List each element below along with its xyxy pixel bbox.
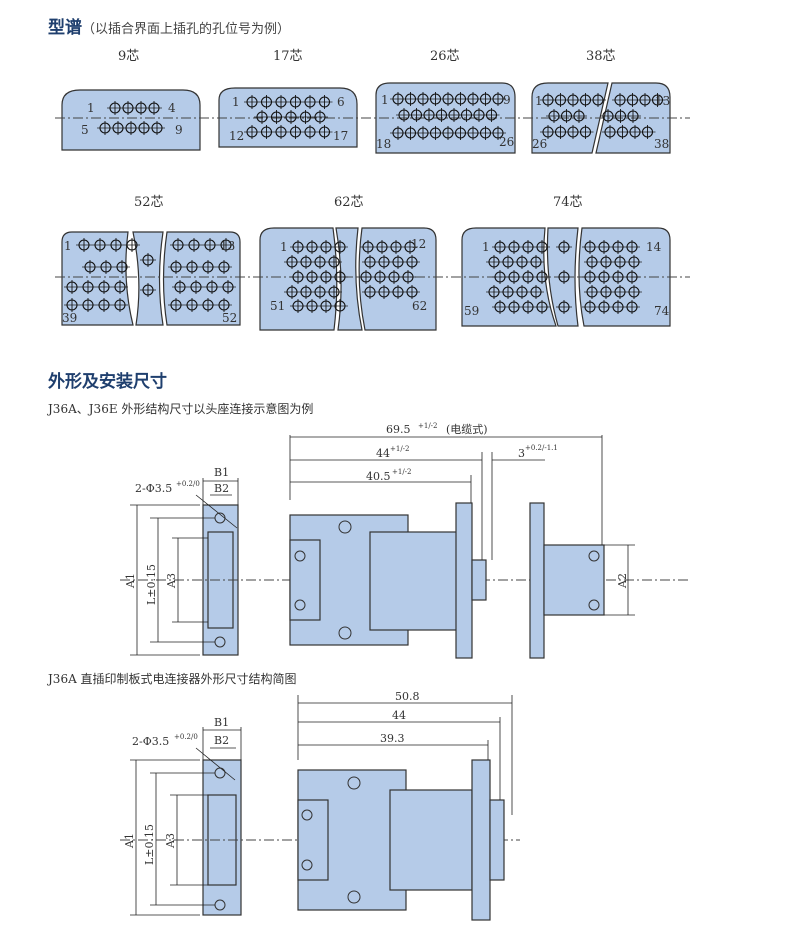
dim-a3: A3 <box>164 833 177 849</box>
pin-number: 5 <box>81 123 89 137</box>
pin-number: 9 <box>175 123 183 137</box>
pin-number: 1 <box>64 239 72 253</box>
section-subtitle: （以插合界面上插孔的孔位号为例） <box>82 22 291 37</box>
pin-number: 12 <box>229 129 244 143</box>
section-title-dimensions: 外形及安装尺寸 <box>48 372 167 392</box>
pin-number: 38 <box>654 137 669 151</box>
connector-label: 26芯 <box>430 49 460 64</box>
dim-tolerance: +0.2/-1.1 <box>525 444 558 452</box>
pin-number: 1 <box>232 95 240 109</box>
connector-62-shell-mid <box>335 227 363 331</box>
connector-label: 9芯 <box>118 49 139 64</box>
dim-3: 3 <box>518 447 525 460</box>
connector-62-shell-right <box>358 227 437 331</box>
pin-number: 74 <box>654 304 670 318</box>
pin-number: 13 <box>655 94 670 108</box>
connector-label: 62芯 <box>334 195 364 210</box>
dim-a1: A1 <box>123 833 136 849</box>
pin-number: 1 <box>87 101 95 115</box>
dim-tolerance: +1/-2 <box>390 445 410 453</box>
pin-number: 62 <box>412 299 427 313</box>
dim-40-5: 40.5 <box>366 470 391 483</box>
section-title-models: 型谱（以插合界面上插孔的孔位号为例） <box>48 18 291 38</box>
pin-number: 1 <box>535 94 543 108</box>
pin-number: 59 <box>464 304 479 318</box>
pin-number: 13 <box>220 239 235 253</box>
pin-number: 1 <box>482 240 490 254</box>
pin-number: 1 <box>381 93 389 107</box>
dim-44: 44 <box>376 447 390 460</box>
dim-holes: 2-Φ3.5 <box>132 735 169 748</box>
drawing2-caption: J36A 直插印制板式电连接器外形尺寸结构简图 <box>48 672 297 686</box>
dim-39-3: 39.3 <box>380 732 405 745</box>
drawing1: 69.5 +1/-2 (电缆式) 44 +1/-2 40.5 +1/-2 3 +… <box>120 422 690 659</box>
connector-label: 52芯 <box>134 195 164 210</box>
pin-number: 26 <box>532 137 547 151</box>
pin-number: 4 <box>168 101 176 115</box>
pin-number: 9 <box>503 93 511 107</box>
dim-l: L±0.15 <box>145 564 158 605</box>
dim-44: 44 <box>392 709 406 722</box>
pin-number: 51 <box>270 299 285 313</box>
dim-a2: A2 <box>616 573 629 589</box>
pin-number: 17 <box>333 129 348 143</box>
dim-b2: B2 <box>214 482 229 495</box>
drawing1-caption: J36A、J36E 外形结构尺寸以头座连接示意图为例 <box>48 402 314 416</box>
connector-label: 74芯 <box>553 195 583 210</box>
connector-label: 38芯 <box>586 49 616 64</box>
pin-number: 39 <box>62 311 77 325</box>
pin-number: 6 <box>337 95 345 109</box>
connector-52-shell-mid <box>132 231 164 326</box>
pin-number: 26 <box>499 135 514 149</box>
dim-b1: B1 <box>214 716 229 729</box>
dim-a3: A3 <box>165 573 178 589</box>
pin-number: 1 <box>280 240 288 254</box>
dim-50-8: 50.8 <box>395 690 420 703</box>
dim-tolerance: +0.2/0 <box>174 733 198 741</box>
dim-holes: 2-Φ3.5 <box>135 482 172 495</box>
dim-l: L±0.15 <box>143 824 156 865</box>
pin-number: 52 <box>222 311 237 325</box>
dim-overall-length: 69.5 <box>386 423 411 436</box>
connector-label: 17芯 <box>273 49 303 64</box>
dim-tolerance: +0.2/0 <box>176 480 200 488</box>
connector-52-shell-left <box>61 231 134 326</box>
drawing2: 50.8 44 39.3 2-Φ3.5 +0.2/0 B1 B2 A1 L±0.… <box>120 690 520 921</box>
pin-number: 14 <box>646 240 662 254</box>
dim-b2: B2 <box>214 734 229 747</box>
dim-tolerance: +1/-2 <box>418 422 438 430</box>
pin-number: 12 <box>411 237 426 251</box>
dim-a1: A1 <box>124 573 137 589</box>
dim-note: (电缆式) <box>446 423 488 436</box>
dim-b1: B1 <box>214 466 229 479</box>
connector-9-shell <box>61 89 201 151</box>
dim-tolerance: +1/-2 <box>392 468 412 476</box>
pin-number: 18 <box>376 137 391 151</box>
